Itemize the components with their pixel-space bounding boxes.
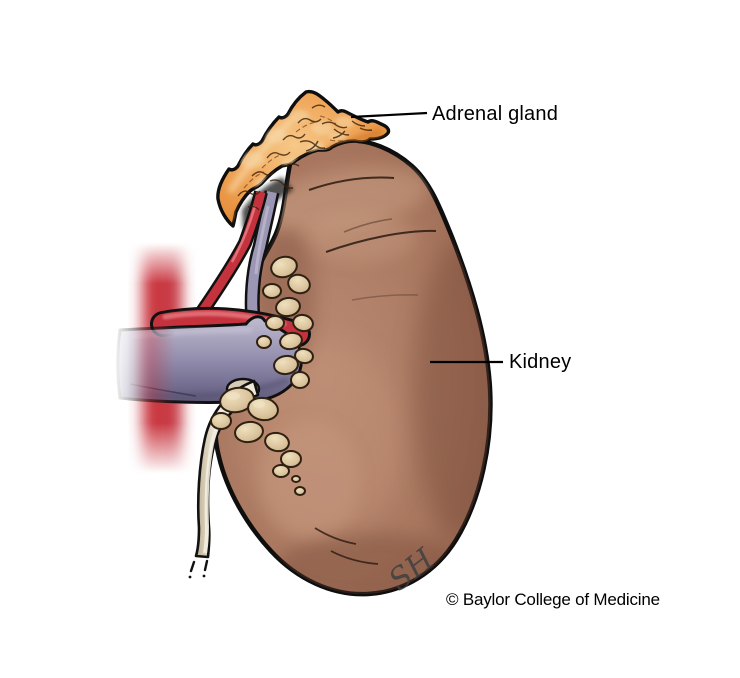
lymph-node <box>294 486 306 496</box>
lymph-node-highlight <box>226 392 240 400</box>
ureter-highlight <box>203 390 252 554</box>
kidney-crease <box>351 294 419 301</box>
adrenal-gland-label: Adrenal gland <box>432 103 559 125</box>
lymph-node <box>287 273 311 295</box>
adrenal-leader-line <box>350 111 428 119</box>
lymph-node <box>273 354 299 376</box>
adrenal-vein-highlight <box>254 205 270 275</box>
lymph-node <box>270 255 298 279</box>
adrenal-crinkle-lines <box>243 115 349 189</box>
lymph-node <box>280 450 302 468</box>
kidney-right-shade <box>414 240 491 540</box>
ureter-dot <box>188 575 192 579</box>
ureter-continuation-dashes <box>189 559 209 573</box>
lymph-node <box>294 347 314 365</box>
renal-vein-highlight <box>131 327 253 339</box>
ureter-dot <box>202 574 206 578</box>
kidney-lobe-highlight <box>305 214 415 262</box>
kidney-crease <box>308 176 395 191</box>
lymph-node <box>292 313 314 333</box>
kidney-crease <box>314 527 357 545</box>
lymph-node <box>265 315 285 331</box>
lymph-node <box>262 283 282 299</box>
renal-vein-shade <box>131 377 290 400</box>
kidney-label: Kidney <box>509 351 572 373</box>
kidney-crease <box>343 218 393 233</box>
lymph-node-highlight <box>253 400 265 408</box>
lymph-nodes <box>210 255 314 496</box>
lymph-node <box>272 464 290 478</box>
copyright-credit: © Baylor College of Medicine <box>446 590 660 609</box>
lymph-node <box>256 335 272 349</box>
lymph-node <box>279 331 303 351</box>
kidney-crease <box>325 229 437 253</box>
adrenal-artery-highlight <box>230 205 257 263</box>
kidney-creases <box>308 176 437 565</box>
lymph-node <box>210 412 232 430</box>
kidney-top-highlight <box>261 166 429 234</box>
lymph-node <box>290 371 310 389</box>
ureter-dash <box>189 560 196 573</box>
lymph-node <box>275 296 301 318</box>
lymph-node <box>264 431 290 453</box>
lymph-node <box>291 475 301 483</box>
ureter-dash <box>203 559 209 572</box>
lymph-node <box>234 420 264 444</box>
adrenal-vein-vessel <box>244 190 280 333</box>
adrenal-artery-core <box>193 191 266 322</box>
adrenal-texture-lines <box>237 104 373 211</box>
renal-vein-fold <box>129 383 197 397</box>
kidney-crease <box>330 550 379 565</box>
